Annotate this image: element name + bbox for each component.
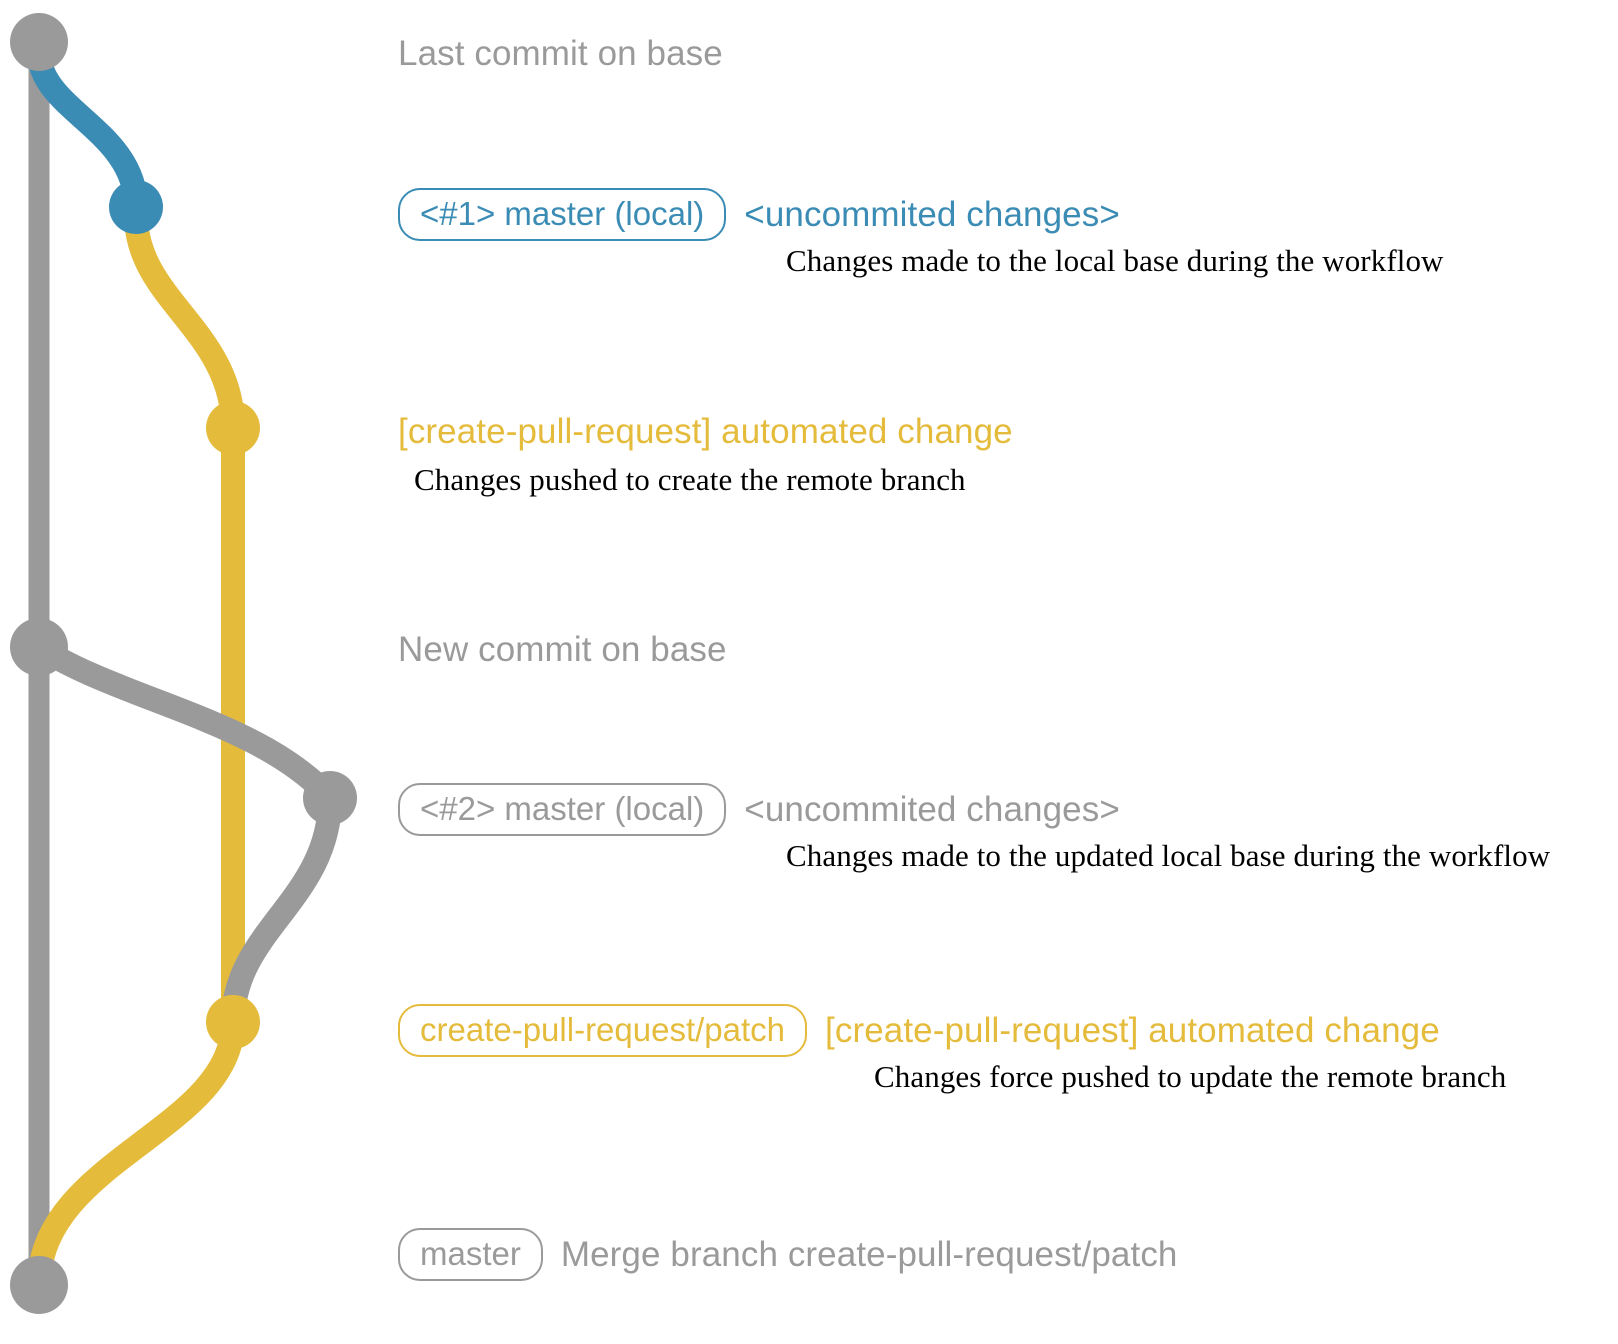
commit-node-base-new[interactable] xyxy=(10,618,68,676)
description-master-local-2: Changes made to the updated local base d… xyxy=(786,838,1551,873)
branch-pill-master[interactable]: master xyxy=(398,1228,543,1281)
row-last-commit-on-base: Last commit on base xyxy=(398,34,723,74)
commit-node-local-2[interactable] xyxy=(303,771,357,825)
commit-message-automated-change-1: [create-pull-request] automated change xyxy=(398,412,1013,451)
commit-message-master-local-2: <uncommited changes> xyxy=(744,789,1120,829)
commit-message-new-commit-on-base: New commit on base xyxy=(398,630,727,669)
commit-node-local-1[interactable] xyxy=(109,180,163,234)
row-master-local-2: <#2> master (local) <uncommited changes> xyxy=(398,783,1120,836)
commit-graph xyxy=(10,13,357,1314)
description-master-local-1: Changes made to the local base during th… xyxy=(786,243,1444,278)
commit-message-master-local-1: <uncommited changes> xyxy=(744,194,1120,234)
row-master-merge: master Merge branch create-pull-request/… xyxy=(398,1228,1177,1281)
description-automated-change-1: Changes pushed to create the remote bran… xyxy=(414,462,966,497)
edge-basenew-to-local2 xyxy=(27,635,342,810)
commit-node-patch-2[interactable] xyxy=(206,995,260,1049)
branch-pill-create-pull-request-patch[interactable]: create-pull-request/patch xyxy=(398,1004,808,1057)
edge-local2-to-patch2 xyxy=(221,786,342,1034)
commit-message-last-commit-on-base: Last commit on base xyxy=(398,34,723,73)
commit-message-create-pull-request-patch: [create-pull-request] automated change xyxy=(825,1010,1440,1050)
branch-pill-master-local-2[interactable]: <#2> master (local) xyxy=(398,783,727,836)
branch-pill-master-local-1[interactable]: <#1> master (local) xyxy=(398,188,727,241)
commit-message-master-merge: Merge branch create-pull-request/patch xyxy=(560,1234,1178,1274)
description-create-pull-request-patch: Changes force pushed to update the remot… xyxy=(874,1059,1507,1094)
edge-local1-to-patch1 xyxy=(124,203,245,440)
edge-patch2-to-master xyxy=(27,1010,245,1297)
commit-node-master-merge[interactable] xyxy=(10,1256,68,1314)
commit-node-base-top[interactable] xyxy=(10,13,68,71)
row-master-local-1: <#1> master (local) <uncommited changes> xyxy=(398,188,1120,241)
commit-node-patch-1[interactable] xyxy=(206,401,260,455)
row-create-pull-request-patch: create-pull-request/patch [create-pull-r… xyxy=(398,1004,1440,1057)
row-new-commit-on-base: New commit on base xyxy=(398,630,727,670)
row-automated-change-1: [create-pull-request] automated change xyxy=(398,412,1013,452)
